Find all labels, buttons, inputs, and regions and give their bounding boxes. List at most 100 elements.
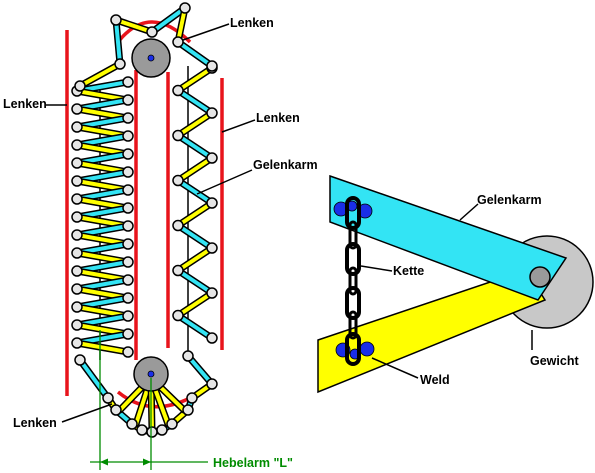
stack-pin bbox=[122, 328, 134, 340]
top-link bbox=[76, 60, 124, 90]
leader-kette bbox=[360, 265, 393, 272]
stack-pin bbox=[71, 283, 83, 295]
chain-link-4 bbox=[345, 332, 361, 366]
chain-mechanism: Lenken Lenken Lenken Gelenkarm Lenken He… bbox=[3, 2, 318, 470]
stack-pin bbox=[71, 175, 83, 187]
top-pin bbox=[206, 60, 218, 72]
zigzag-pin bbox=[172, 219, 184, 232]
leader-lenken-right bbox=[221, 119, 256, 133]
top-link bbox=[112, 16, 156, 36]
stack-pin bbox=[122, 202, 134, 214]
leader-lines-right bbox=[360, 203, 533, 379]
bottom-pin bbox=[182, 404, 194, 416]
stack-pin bbox=[122, 310, 134, 322]
stack-pin bbox=[122, 184, 134, 196]
zigzag-pin bbox=[172, 309, 184, 322]
top-link bbox=[112, 16, 124, 68]
stack-pin bbox=[71, 211, 83, 223]
leader-weld bbox=[371, 357, 419, 379]
sprocket-bottom-hub bbox=[147, 370, 155, 378]
bottom-pin bbox=[146, 426, 158, 438]
stack-pin bbox=[122, 346, 134, 358]
zigzag-pin bbox=[206, 152, 218, 164]
sprocket-bottom bbox=[133, 356, 169, 392]
bottom-pin bbox=[110, 404, 122, 416]
zigzag-pin bbox=[206, 197, 218, 209]
sprocket-top bbox=[131, 38, 171, 78]
zigzag-pin bbox=[206, 287, 218, 299]
stack-pin bbox=[71, 193, 83, 205]
chain-cross-link-1 bbox=[348, 220, 358, 250]
chain-link-1 bbox=[345, 196, 361, 230]
leader-lenken-bottom bbox=[61, 403, 113, 423]
bottom-pin bbox=[182, 350, 194, 362]
stack-pin bbox=[122, 148, 134, 160]
lever-arm-measure bbox=[90, 330, 208, 470]
bottom-pin bbox=[102, 392, 114, 404]
stack-pin bbox=[122, 112, 134, 124]
zigzag-link bbox=[174, 177, 216, 207]
top-link bbox=[148, 4, 189, 36]
stack-pin bbox=[71, 319, 83, 331]
weld-upper bbox=[333, 200, 373, 219]
stack-link bbox=[73, 339, 132, 356]
bottom-pin bbox=[166, 418, 178, 430]
stack-pin bbox=[71, 103, 83, 115]
bottom-link bbox=[184, 352, 216, 388]
left-link-stack bbox=[71, 76, 134, 358]
stack-pin bbox=[71, 229, 83, 241]
stack-pin bbox=[122, 292, 134, 304]
zigzag-link bbox=[174, 64, 216, 94]
sprocket-top-hub bbox=[147, 54, 155, 62]
label-hebelarm: Hebelarm "L" bbox=[213, 456, 293, 470]
label-lenken-top: Lenken bbox=[230, 16, 274, 30]
zigzag-link bbox=[174, 289, 216, 319]
zigzag-link bbox=[174, 312, 216, 342]
stack-pin bbox=[71, 139, 83, 151]
measure-arrow-right bbox=[143, 458, 151, 466]
top-pin bbox=[172, 36, 184, 48]
zigzag-link bbox=[174, 132, 216, 162]
chain-cross-link-2 bbox=[348, 266, 358, 296]
zigzag-link bbox=[174, 199, 216, 229]
label-kette: Kette bbox=[393, 264, 424, 278]
label-gewicht: Gewicht bbox=[530, 354, 579, 368]
top-pin bbox=[74, 80, 86, 92]
chain-link-3 bbox=[345, 286, 361, 320]
stack-pin bbox=[122, 256, 134, 268]
stack-pin bbox=[71, 265, 83, 277]
zigzag-link bbox=[174, 154, 216, 184]
stack-pin bbox=[71, 301, 83, 313]
leader-gelenkarm-left bbox=[196, 169, 253, 195]
zigzag-link bbox=[174, 267, 216, 297]
stack-pin bbox=[71, 337, 83, 349]
chain-kette bbox=[345, 196, 361, 366]
bottom-pin bbox=[206, 378, 218, 390]
bottom-pin bbox=[136, 424, 148, 436]
zigzag-pin bbox=[206, 242, 218, 254]
zigzag-pin bbox=[172, 129, 184, 142]
bottom-pin bbox=[74, 354, 86, 366]
zigzag-pin bbox=[172, 264, 184, 277]
measure-arrow-left bbox=[100, 458, 108, 466]
top-pin bbox=[114, 58, 126, 70]
stack-pin bbox=[71, 247, 83, 259]
cyan-arm bbox=[329, 174, 568, 301]
weld-lower-blob-b bbox=[359, 341, 375, 357]
zigzag-link bbox=[174, 109, 216, 139]
bottom-pin bbox=[186, 392, 198, 404]
stack-pin bbox=[122, 238, 134, 250]
zigzag-pin bbox=[206, 107, 218, 119]
chain-cross-link-3 bbox=[348, 310, 358, 340]
zigzag-link bbox=[174, 222, 216, 252]
bottom-pin bbox=[126, 418, 138, 430]
top-pin bbox=[179, 2, 191, 14]
top-link-group bbox=[74, 2, 218, 92]
top-pin bbox=[110, 14, 122, 26]
stack-pin bbox=[122, 274, 134, 286]
pivot-pin bbox=[529, 266, 551, 288]
zigzag-link bbox=[174, 87, 216, 117]
stack-pin bbox=[122, 166, 134, 178]
leader-lines-left bbox=[46, 23, 256, 423]
top-pin bbox=[146, 26, 158, 38]
